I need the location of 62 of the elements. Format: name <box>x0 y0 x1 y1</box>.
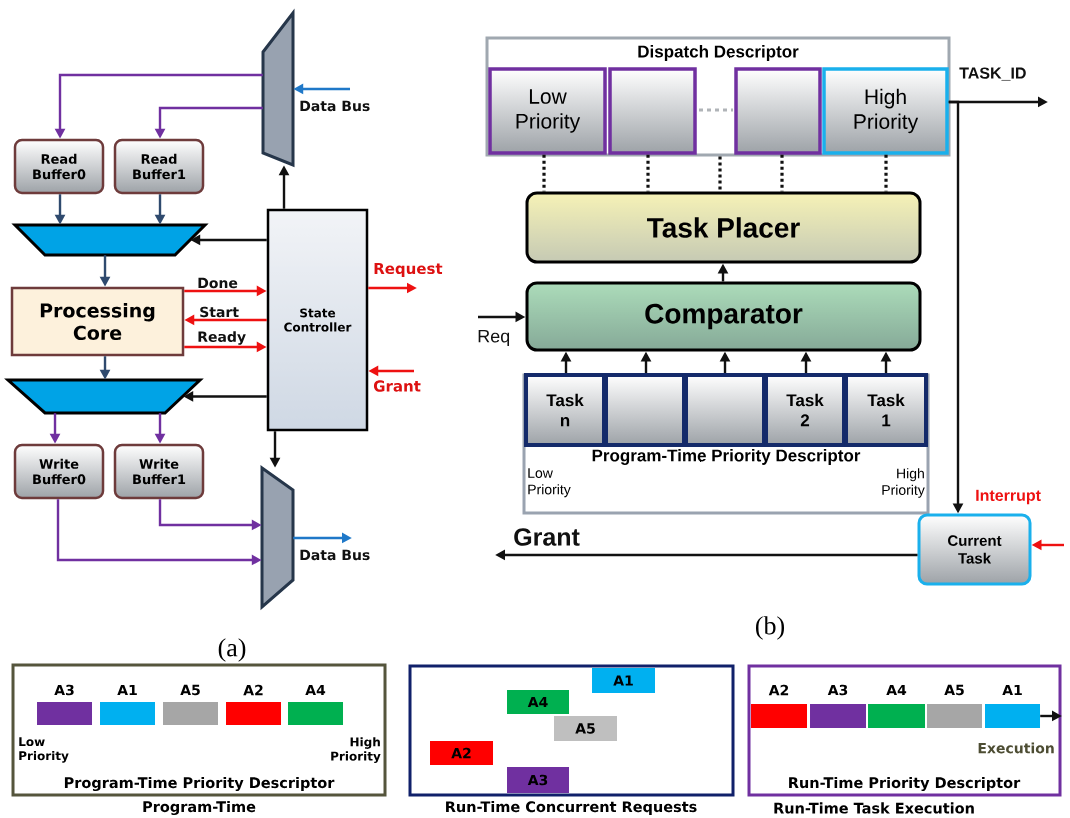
edge-label: Ready <box>198 331 246 345</box>
register-box: Current Task <box>917 513 1032 586</box>
process-box: Comparator <box>525 281 922 352</box>
task-bar: A1 <box>592 668 655 693</box>
task-bar: A1 <box>100 684 155 725</box>
slot-box: High Priority <box>822 67 949 155</box>
task-bar: A2 <box>751 684 807 728</box>
edge-label: Data Bus <box>300 549 370 561</box>
task-bar: A3 <box>37 684 92 725</box>
buffer-box: Write Buffer0 <box>13 443 105 500</box>
task-bar: A5 <box>163 684 218 725</box>
process-box: Task Placer <box>525 191 922 264</box>
edge-label: Req <box>478 329 510 347</box>
buffer-box: Read Buffer1 <box>113 138 205 195</box>
edge-label: Data Bus <box>300 100 370 112</box>
edge-label: Grant <box>514 528 580 546</box>
node-label: A3 <box>54 684 74 696</box>
task-bar: A4 <box>868 684 925 728</box>
task-slot: Task 1 <box>844 373 928 447</box>
edge-label: Start <box>200 306 239 318</box>
task-bar: A1 <box>985 684 1040 728</box>
panel-caption: (a) <box>218 638 246 662</box>
panel-caption: (b) <box>756 616 784 640</box>
buffer-box: Write Buffer1 <box>113 443 205 500</box>
node-label: A4 <box>886 684 907 696</box>
node-label: A2 <box>243 684 263 696</box>
node-label: Run-Time Task Execution <box>774 802 974 814</box>
node-label: A3 <box>827 684 848 696</box>
edge-label: Request <box>374 262 443 277</box>
task-bar: A5 <box>554 716 617 741</box>
edge-label: Grant <box>373 380 421 392</box>
node-label: A4 <box>305 684 326 696</box>
slot-box <box>734 67 822 155</box>
node-label: Run-Time Concurrent Requests <box>446 800 697 816</box>
node-label: A5 <box>944 684 964 696</box>
edge-label: Interrupt <box>976 489 1041 505</box>
task-slot: Task n <box>524 373 606 447</box>
multiplexer-symbol <box>261 8 295 168</box>
task-bar: A3 <box>810 684 866 728</box>
task-bar: A5 <box>927 684 982 728</box>
node-label: A1 <box>117 684 137 696</box>
controller-box: State Controller <box>266 208 369 432</box>
buffer-box: Read Buffer0 <box>13 138 105 195</box>
task-slot: Task 2 <box>764 373 846 447</box>
slot-box <box>608 67 697 155</box>
slot-box: Low Priority <box>488 67 607 155</box>
node-label: A1 <box>1002 684 1022 696</box>
connector-line <box>718 156 722 192</box>
node-label: A2 <box>768 684 789 696</box>
edge-label: TASK_ID <box>959 67 1026 81</box>
task-slot <box>604 373 686 447</box>
process-box: Processing Core <box>10 286 185 357</box>
task-bar: A4 <box>288 684 343 725</box>
node-label: A5 <box>180 684 200 696</box>
task-bar: A2 <box>226 684 281 725</box>
task-slot <box>684 373 766 447</box>
edge-label: Execution <box>978 742 1054 754</box>
task-bar: A3 <box>507 767 569 793</box>
node-label: Program-Time <box>143 800 256 816</box>
task-bar: A2 <box>430 741 493 765</box>
edge-label: Done <box>198 277 238 289</box>
task-bar: A4 <box>507 690 569 714</box>
